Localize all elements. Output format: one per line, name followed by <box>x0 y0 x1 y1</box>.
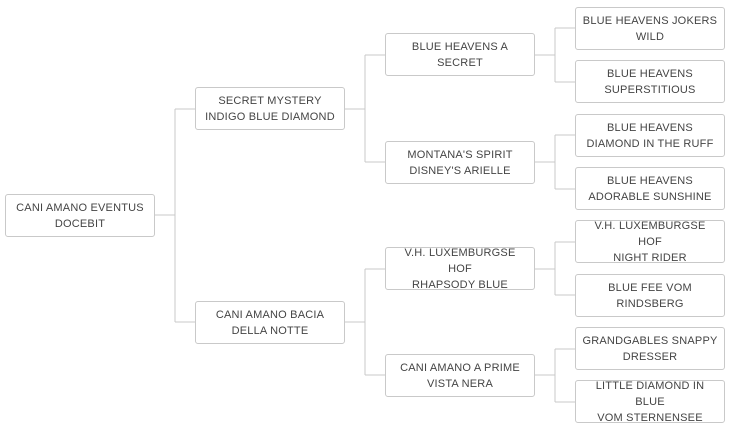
dam-sire-node[interactable]: V.H. LUXEMBURGSE HOF RHAPSODY BLUE <box>385 246 535 291</box>
dam-dam-node[interactable]: CANI AMANO A PRIME VISTA NERA <box>385 354 535 397</box>
ds-dam-node[interactable]: BLUE FEE VOM RINDSBERG <box>575 274 725 317</box>
ss-dam-name-line2: SUPERSTITIOUS <box>604 83 696 96</box>
ds-dam-name-line2: RINDSBERG <box>616 297 684 310</box>
ds-dam-name-line1: BLUE FEE VOM <box>608 281 692 294</box>
sd-dam-name-line1: BLUE HEAVENS <box>607 174 693 187</box>
dam-sire-name-line1: V.H. LUXEMBURGSE HOF <box>404 246 516 275</box>
sire-dam-name-line1: MONTANA'S SPIRIT <box>407 148 513 161</box>
sd-dam-name-line2: ADORABLE SUNSHINE <box>588 190 712 203</box>
ds-sire-node[interactable]: V.H. LUXEMBURGSE HOF NIGHT RIDER <box>575 219 725 264</box>
dd-dam-name-line1: LITTLE DIAMOND IN BLUE <box>595 379 705 408</box>
subject-node[interactable]: CANI AMANO EVENTUS DOCEBIT <box>5 194 155 237</box>
ds-sire-name-line1: V.H. LUXEMBURGSE HOF <box>594 219 706 248</box>
dam-dam-name-line2: VISTA NERA <box>427 377 493 390</box>
sire-sire-node[interactable]: BLUE HEAVENS A SECRET <box>385 33 535 76</box>
sire-sire-name-line1: BLUE HEAVENS A <box>411 40 509 53</box>
dam-sire-name-line2: RHAPSODY BLUE <box>412 278 508 291</box>
dam-name-line1: CANI AMANO BACIA <box>215 308 325 321</box>
sire-dam-name-line2: DISNEY'S ARIELLE <box>409 164 511 177</box>
sire-name-line1: SECRET MYSTERY <box>218 94 322 107</box>
dd-sire-name-line2: DRESSER <box>622 350 678 363</box>
dd-dam-name-line2: VOM STERNENSEE <box>597 411 703 424</box>
dd-dam-node[interactable]: LITTLE DIAMOND IN BLUE VOM STERNENSEE <box>575 379 725 424</box>
dam-dam-name-line1: CANI AMANO A PRIME <box>400 361 520 374</box>
subject-name-line2: DOCEBIT <box>54 217 106 230</box>
dam-node[interactable]: CANI AMANO BACIA DELLA NOTTE <box>195 301 345 344</box>
dd-sire-node[interactable]: GRANDGABLES SNAPPY DRESSER <box>575 327 725 370</box>
ss-dam-name-line1: BLUE HEAVENS <box>607 67 693 80</box>
ss-sire-node[interactable]: BLUE HEAVENS JOKERS WILD <box>575 7 725 50</box>
sd-sire-node[interactable]: BLUE HEAVENS DIAMOND IN THE RUFF <box>575 114 725 157</box>
dam-name-line2: DELLA NOTTE <box>231 324 309 337</box>
ss-sire-name-line2: WILD <box>635 30 665 43</box>
sire-dam-node[interactable]: MONTANA'S SPIRIT DISNEY'S ARIELLE <box>385 141 535 184</box>
ss-sire-name-line1: BLUE HEAVENS JOKERS <box>582 14 718 27</box>
subject-name-line1: CANI AMANO EVENTUS <box>16 201 144 214</box>
sire-node[interactable]: SECRET MYSTERY INDIGO BLUE DIAMOND <box>195 87 345 130</box>
sire-sire-name-line2: SECRET <box>437 56 483 69</box>
sire-name-line2: INDIGO BLUE DIAMOND <box>205 110 335 123</box>
sd-sire-name-line2: DIAMOND IN THE RUFF <box>586 137 714 150</box>
dd-sire-name-line1: GRANDGABLES SNAPPY <box>582 334 718 347</box>
sd-sire-name-line1: BLUE HEAVENS <box>607 121 693 134</box>
ds-sire-name-line2: NIGHT RIDER <box>613 251 687 264</box>
ss-dam-node[interactable]: BLUE HEAVENS SUPERSTITIOUS <box>575 60 725 103</box>
sd-dam-node[interactable]: BLUE HEAVENS ADORABLE SUNSHINE <box>575 167 725 210</box>
